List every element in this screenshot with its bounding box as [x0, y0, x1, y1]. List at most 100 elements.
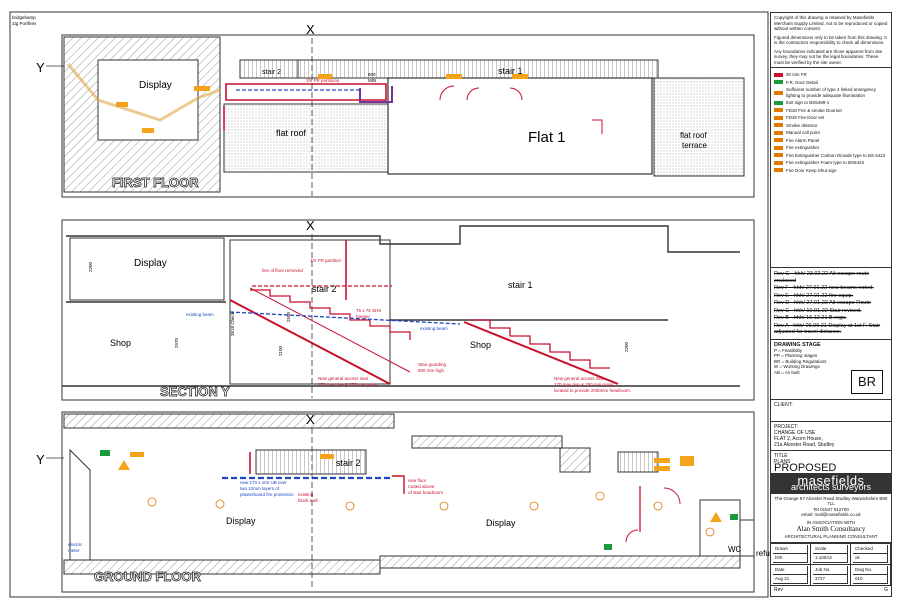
revision-entry: Rev C - hhh/ 10.01.22 Stair revised.	[774, 307, 862, 314]
note-floor-removed: line of floor removed	[262, 268, 303, 273]
section-shop-left-label: Shop	[110, 338, 131, 348]
first-floor-stair1-label: stair 1	[498, 66, 523, 76]
title-field: TITLE PLANS PROPOSED	[771, 451, 891, 474]
legend-swatch	[774, 138, 783, 143]
stage-entry: PP = Planning stages	[774, 353, 818, 358]
dimensions-note: Figured dimensions only to be taken from…	[774, 34, 887, 46]
legend-swatch	[774, 160, 783, 165]
title-block-key: Date	[773, 565, 808, 575]
note-new-stair-right-2: 170 max rise & 250 min going,	[554, 382, 615, 387]
ground-wc-label: WC	[728, 545, 742, 554]
ground-display-right-label: Display	[486, 518, 516, 528]
title-block-key: Checked	[853, 544, 888, 554]
ground-display-left-label: Display	[226, 516, 256, 526]
first-floor-display-label: Display	[139, 80, 172, 91]
brand-address: The Grange 67 Alcester Road Studley Warw…	[774, 495, 888, 507]
note-rsj-2: hanger	[356, 314, 371, 319]
legend-key-label: FD30 Fire & smoke Doorset	[786, 107, 842, 113]
project-line-2: FLAT 2, Acorn House,	[774, 435, 823, 442]
legend-key-label: Exit sign to BS5499-1	[786, 100, 830, 105]
note-fr-partition: 1hr FR partition	[310, 258, 342, 263]
note-existing-wall-2: block wall	[298, 498, 318, 503]
ground-floor-title: GROUND FLOOR	[94, 569, 201, 584]
first-floor-stair2-label: stair 2	[262, 69, 281, 76]
legend-key-label: Fire extinguisher	[786, 145, 820, 150]
first-floor-title: FIRST FLOOR	[112, 175, 199, 190]
corner-note-1: bridgehamp	[12, 15, 36, 20]
note-existing-beam-right: existing beam	[420, 326, 448, 331]
copyright-note: Copyright of this drawing is retained by…	[774, 15, 888, 31]
rev-label: Rev	[774, 586, 783, 593]
section-stair1-label: stair 1	[508, 280, 533, 290]
revision-entry: Rev D - hhh/ 27.01.22 Alt escape Route	[774, 300, 871, 306]
partner-sub: ARCHITECTURAL PLANNING CONSULTANT	[784, 534, 878, 539]
dim-4: 2100	[278, 345, 283, 356]
note-new-stair-left-2: 170 max rise & 250 min going	[318, 382, 378, 387]
section-display-label: Display	[134, 258, 167, 269]
dim-min: MIN	[368, 78, 376, 83]
grid-y-marker-ground: Y	[36, 452, 45, 467]
stage-code: BR	[851, 369, 883, 394]
note-stair-guarding-1: Stair guarding	[418, 362, 447, 367]
grid-y-marker-first: Y	[36, 60, 45, 75]
dim-1: 2200	[88, 261, 93, 272]
stage-entry: AB = As built	[774, 369, 800, 375]
legend-swatch	[774, 100, 783, 105]
title-block-value: 3727	[813, 574, 848, 584]
dim-2: 2970	[174, 337, 179, 348]
legend-key-item: Exit sign to BS5499-1	[774, 100, 888, 106]
title-block-key: Job No.	[813, 565, 848, 575]
drawing-stage-title: DRAWING STAGE	[774, 341, 821, 348]
project-line-1: CHANGE OF USE	[774, 429, 816, 436]
legend-swatch	[774, 80, 783, 85]
note-rsj-1: 75 x 75 SHS	[356, 308, 381, 313]
legend-swatch	[774, 90, 783, 95]
firm-logo: masefields architects surveyors	[771, 473, 891, 494]
title-block-value: 1:100A3	[813, 553, 848, 563]
title-label: TITLE	[774, 452, 788, 459]
note-new-stair-right-1: New general access stair	[554, 376, 605, 381]
note-fire-door-1: new floor	[408, 478, 427, 483]
note-existing-beam-left: existing beam	[186, 312, 214, 317]
section-y: Display Shop Shop stair 1 stair 2 existi…	[61, 218, 755, 401]
firm-address: The Grange 67 Alcester Road Studley Warw…	[771, 494, 891, 543]
note-new-stair-left-1: New general access stair	[318, 376, 369, 381]
revision-entry: Rev E - hhh/ 27.01.22 fire equip.	[774, 292, 854, 299]
grid-x-marker-section: X	[306, 218, 315, 233]
note-plasterboard-3: plasterboard fire protection	[240, 492, 294, 497]
rev-value: G	[884, 586, 888, 593]
ground-refuse-label: refu	[756, 549, 770, 558]
association-label: IN ASSOCIATION WITH	[806, 519, 856, 525]
title-block-key: Scale	[813, 544, 848, 554]
legend-key-item: Fire Extinguisher Carbon Dioxide type to…	[774, 153, 888, 159]
title-block-value: Aug 21	[773, 574, 808, 584]
legend-key-item: Manual call point	[774, 130, 888, 136]
dim-3: 3618 Check	[230, 311, 235, 336]
dim-6: 2200	[624, 341, 629, 352]
legend-key-item: Fire Door Keep Shut sign	[774, 168, 888, 174]
legend-key-label: Fire Extinguisher Carbon Dioxide type to…	[786, 152, 886, 158]
client-field: CLIENT:	[771, 400, 891, 422]
title-block-panel: Copyright of this drawing is retained by…	[770, 12, 892, 597]
title-block-value: ok	[853, 553, 888, 563]
title-block-value: 010	[853, 574, 888, 584]
note-fire-door-2: routed above	[408, 484, 435, 489]
legend-key-item: Fire Alarm Panel	[774, 138, 888, 144]
revision-entry: Rev F - hhh/ 27.01.22 new beams noted.	[774, 285, 874, 291]
revision-entry: Rev G - hhh/ 23.02.22 Alt escape route e…	[774, 271, 870, 284]
first-floor-flat1-label: Flat 1	[528, 129, 566, 146]
legend-key-item: Sufficient number of type 4 linked emerg…	[774, 87, 888, 98]
section-y-title: SECTION Y	[160, 384, 230, 399]
brand-tag: architects surveyors	[790, 481, 872, 492]
partition-note: 1hr FR partitions	[306, 78, 340, 83]
legend-swatch	[774, 108, 783, 113]
brand-tel: Tel 01527 912700	[813, 506, 849, 512]
legend-key-item: Smoke detector	[774, 123, 888, 129]
